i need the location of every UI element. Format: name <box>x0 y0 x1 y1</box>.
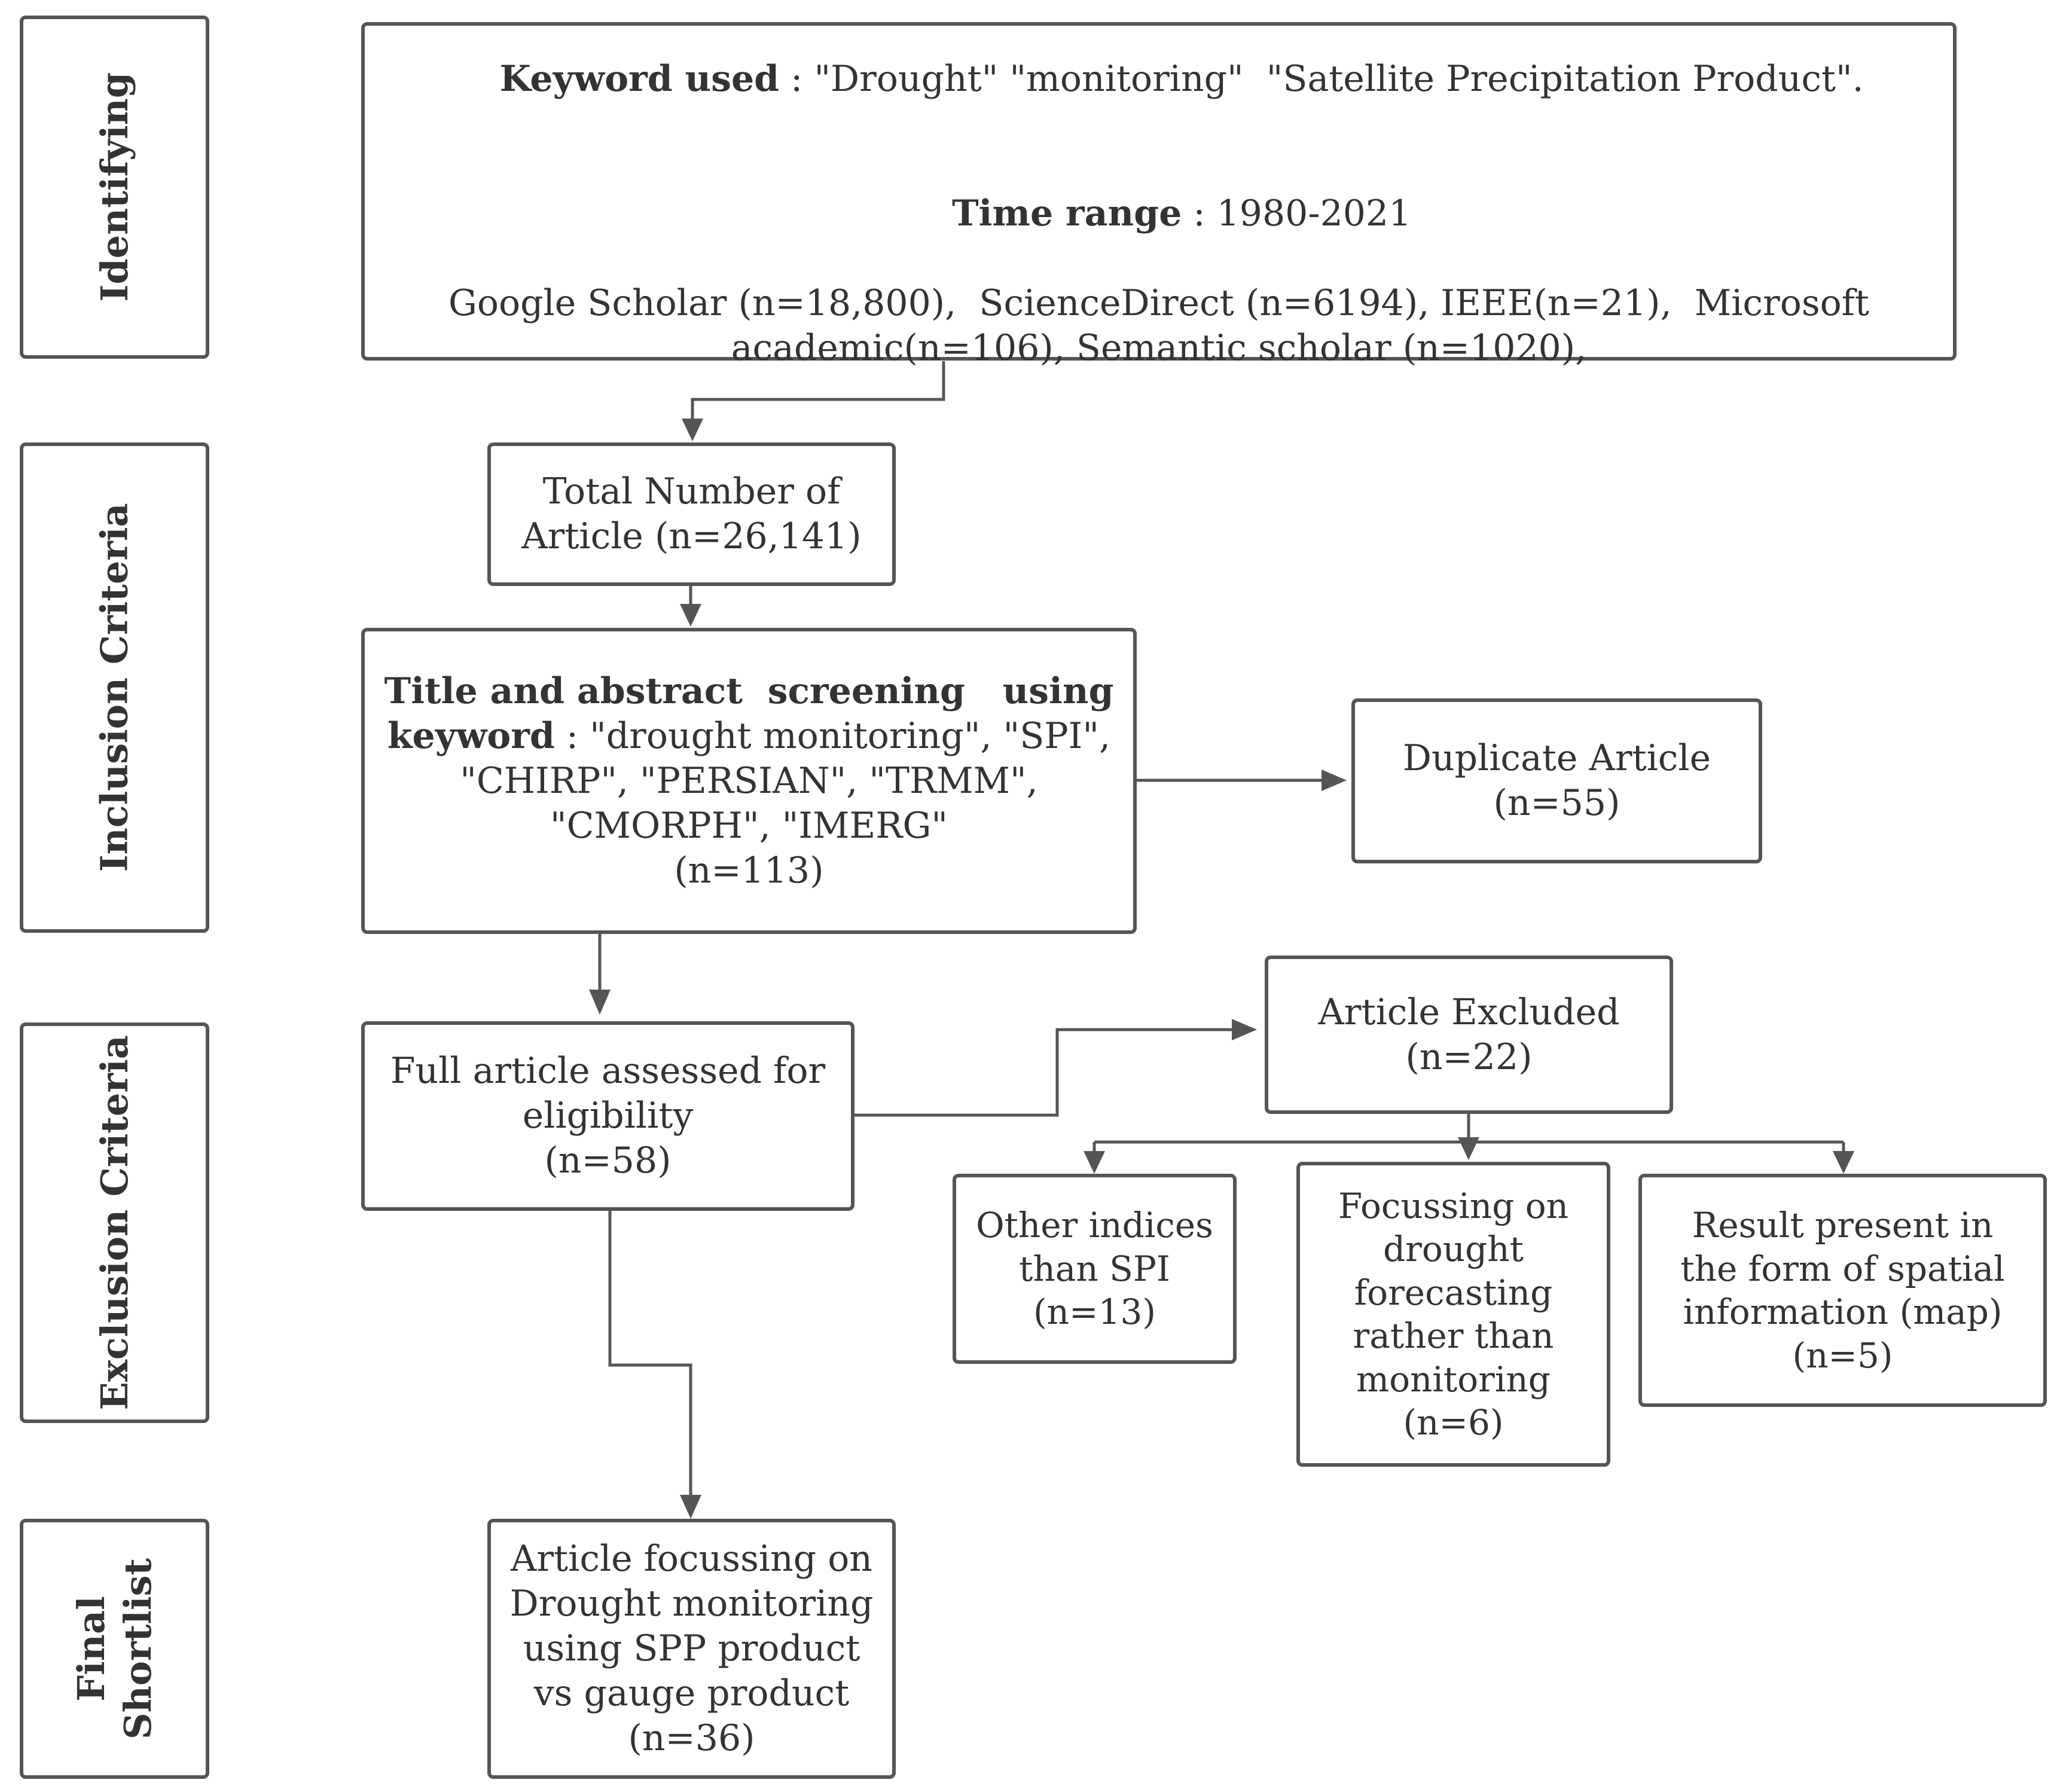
keyword-search-box: Keyword used : "Drought" "monitoring" "S… <box>361 22 1957 369</box>
final-shortlist-box: Article focussing on Drought monitoring … <box>487 1519 896 1779</box>
spatial-line-4: (n=5) <box>1792 1335 1893 1376</box>
arrow-full-to-excluded <box>853 1028 1235 1117</box>
stage-inclusion-criteria: Inclusion Criteria <box>20 442 209 933</box>
full-article-box: Full article assessed for eligibility (n… <box>361 1021 854 1211</box>
spatial-line-3: information (map) <box>1683 1292 2003 1332</box>
screening-keyword-label: keyword <box>387 715 555 757</box>
full-line-3: (n=58) <box>544 1140 672 1182</box>
forecasting-line-1: Focussing on <box>1338 1185 1569 1226</box>
screening-line-3: "CHIRP", "PERSIAN", "TRMM", <box>460 759 1038 802</box>
forecasting-line-4: rather than <box>1353 1315 1554 1356</box>
arrowhead-final <box>680 1495 701 1519</box>
excluded-line-1: Article Excluded <box>1318 991 1620 1033</box>
spatial-line-1: Result present in <box>1692 1205 1994 1245</box>
other-line-3: (n=13) <box>1033 1292 1156 1333</box>
forecasting-line-3: forecasting <box>1354 1272 1553 1313</box>
arrowhead-screening <box>680 604 701 627</box>
stage-exclusion-criteria: Exclusion Criteria <box>20 1022 209 1423</box>
other-indices-box: Other indices than SPI (n=13) <box>953 1174 1237 1364</box>
arrowhead-total <box>682 419 703 441</box>
forecasting-line-5: monitoring <box>1356 1358 1551 1400</box>
other-line-2: than SPI <box>1019 1248 1170 1289</box>
duplicate-article-box: Duplicate Article (n=55) <box>1351 698 1762 863</box>
arrowhead-forecasting <box>1458 1137 1479 1160</box>
screening-line-5: (n=113) <box>674 849 824 892</box>
time-range-value: : 1980-2021 <box>1182 193 1412 234</box>
final-line-3: using SPP product <box>523 1628 860 1669</box>
final-line-4: vs gauge product <box>533 1672 850 1714</box>
total-articles-box: Total Number of Article (n=26,141) <box>487 442 896 586</box>
arrowhead-spatial <box>1833 1151 1854 1174</box>
forecasting-line-2: drought <box>1383 1229 1524 1269</box>
arrowhead-other <box>1084 1151 1105 1174</box>
screening-line-4: "CMORPH", "IMERG" <box>550 804 948 847</box>
arrow-keyword-to-total <box>691 361 945 422</box>
keyword-used-label: Keyword used <box>499 58 780 100</box>
time-range-label: Time range <box>952 193 1182 234</box>
duplicate-line-2: (n=55) <box>1493 782 1620 824</box>
final-line-1: Article focussing on <box>511 1538 872 1580</box>
arrowhead-excluded <box>1232 1019 1257 1040</box>
other-line-1: Other indices <box>976 1205 1213 1246</box>
forecasting-line-6: (n=6) <box>1403 1402 1504 1443</box>
article-excluded-box: Article Excluded (n=22) <box>1265 955 1673 1114</box>
arrow-full-to-final <box>608 1211 692 1498</box>
screening-line-2: keyword : "drought monitoring", "SPI", <box>387 714 1110 759</box>
screening-box: Title and abstract screening using keywo… <box>361 628 1137 934</box>
full-line-1: Full article assessed for <box>390 1050 826 1092</box>
keyword-used-line: Keyword used : "Drought" "monitoring" "S… <box>454 12 1864 146</box>
sources-line-1: Google Scholar (n=18,800), ScienceDirect… <box>448 282 1870 324</box>
arrowhead-duplicate <box>1322 770 1347 791</box>
keyword-used-value: : "Drought" "monitoring" "Satellite Prec… <box>779 58 1864 100</box>
arrowhead-full <box>589 990 611 1015</box>
stage-identifying: Identifying <box>20 16 209 359</box>
time-range-line: Time range : 1980-2021 <box>907 146 1412 281</box>
final-line-2: Drought monitoring <box>509 1583 874 1625</box>
sources-line-2: academic(n=106), Semantic scholar (n=102… <box>731 327 1587 369</box>
stage-final-shortlist: Final Shortlist <box>20 1519 209 1779</box>
screening-line-1: Title and abstract screening using <box>384 670 1114 712</box>
total-line-1: Total Number of <box>542 471 841 512</box>
spatial-line-2: the form of spatial <box>1680 1248 2005 1289</box>
duplicate-line-1: Duplicate Article <box>1402 737 1711 779</box>
full-line-2: eligibility <box>522 1095 694 1137</box>
final-line-5: (n=36) <box>628 1717 755 1759</box>
total-line-2: Article (n=26,141) <box>521 515 862 557</box>
spatial-info-box: Result present in the form of spatial in… <box>1638 1174 2047 1407</box>
excluded-line-2: (n=22) <box>1405 1036 1533 1078</box>
forecasting-box: Focussing on drought forecasting rather … <box>1296 1162 1610 1467</box>
screening-keyword-value: : "drought monitoring", "SPI", <box>554 715 1111 757</box>
